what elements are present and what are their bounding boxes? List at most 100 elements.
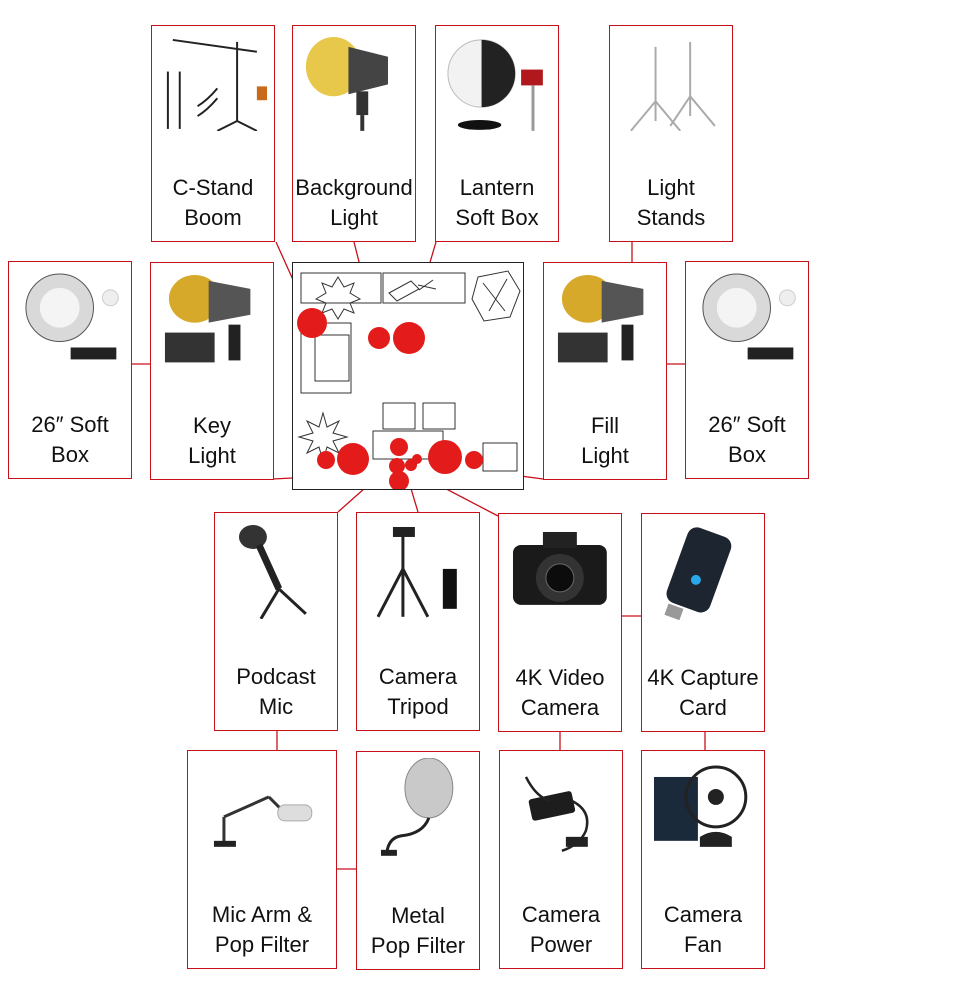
card-label: Light Stands [610, 173, 732, 233]
plant-top-icon [314, 276, 362, 320]
card-label: Camera Tripod [357, 662, 479, 722]
label-line-2: Power [529, 932, 593, 957]
power-adapter-icon [524, 776, 589, 853]
marker-key-light [337, 443, 369, 475]
label-line-2: Fan [684, 932, 722, 957]
parabolic-softbox-icon [702, 273, 796, 360]
clip-fan-icon [653, 765, 748, 847]
card-label: Key Light [151, 411, 273, 471]
c-stand-icon [166, 38, 267, 131]
label-line-1: Mic Arm & [211, 902, 313, 927]
label-line-1: C-Stand [172, 175, 254, 200]
label-line-2: Camera [520, 695, 600, 720]
guitar-icon [388, 279, 437, 302]
label-line-2: Light [581, 443, 629, 468]
card-c-stand-boom: C-Stand Boom [151, 25, 275, 242]
monitor-icon [382, 402, 416, 430]
microphone-icon [238, 524, 307, 619]
card-podcast-mic: Podcast Mic [214, 512, 338, 731]
capture-card-icon [664, 527, 732, 620]
card-soft-box-left: 26″ Soft Box [8, 261, 132, 479]
card-camera-fan: Camera Fan [641, 750, 765, 969]
studio-light-icon [164, 274, 251, 363]
label-line-1: Light [647, 175, 695, 200]
camera-icon [512, 531, 607, 605]
card-label: Camera Fan [642, 900, 764, 960]
mic-arm-icon [213, 795, 313, 847]
marker-mic [390, 438, 408, 456]
label-line-2: Tripod [387, 694, 449, 719]
label-line-1: Key [193, 413, 231, 438]
studio-floor-plan [292, 262, 524, 491]
card-light-stands: Light Stands [609, 25, 733, 242]
marker-background-light [368, 327, 390, 349]
card-label: Mic Arm & Pop Filter [188, 900, 336, 960]
label-line-2: Boom [184, 205, 242, 230]
tripod-stand-icon [630, 41, 716, 131]
label-line-1: 4K Capture [647, 665, 759, 690]
card-mic-arm-pop-filter: Mic Arm & Pop Filter [187, 750, 337, 969]
card-lantern-soft-box: Lantern Soft Box [435, 25, 559, 242]
studio-light-icon [305, 36, 388, 131]
label-line-1: Metal [391, 903, 445, 928]
rug-icon [471, 270, 521, 322]
card-label: 26″ Soft Box [686, 410, 808, 470]
label-line-1: 26″ Soft [31, 412, 109, 437]
label-line-1: Camera [663, 902, 743, 927]
marker-camera [389, 458, 405, 474]
studio-light-icon [557, 274, 644, 363]
label-line-1: 26″ Soft [708, 412, 786, 437]
card-label: Lantern Soft Box [436, 173, 558, 233]
label-line-2: Mic [258, 694, 294, 719]
label-line-2: Stands [636, 205, 706, 230]
marker-key-light-small [317, 451, 335, 469]
card-metal-pop-filter: Metal Pop Filter [356, 751, 480, 970]
label-line-2: Pop Filter [214, 932, 310, 957]
label-line-1: Background [295, 175, 413, 200]
label-line-2: Box [51, 442, 89, 467]
card-label: Camera Power [500, 900, 622, 960]
card-soft-box-right: 26″ Soft Box [685, 261, 809, 479]
parabolic-softbox-icon [25, 273, 119, 360]
card-label: 26″ Soft Box [9, 410, 131, 470]
card-background-light: Background Light [292, 25, 416, 242]
card-label: Metal Pop Filter [357, 901, 479, 961]
card-camera-tripod: Camera Tripod [356, 512, 480, 731]
label-line-2: Light [330, 205, 378, 230]
label-line-2: Box [728, 442, 766, 467]
label-line-2: Soft Box [455, 205, 539, 230]
label-line-1: 4K Video [515, 665, 605, 690]
bookshelf-icon [422, 402, 456, 430]
card-4k-video-camera: 4K Video Camera [498, 513, 622, 732]
card-label: Fill Light [544, 411, 666, 471]
label-line-1: Lantern [459, 175, 535, 200]
card-label: Podcast Mic [215, 662, 337, 722]
back-shelf-left [300, 272, 382, 304]
pop-filter-icon [380, 758, 454, 856]
floor-plan-drawing [297, 270, 521, 491]
camera-tripod-icon [376, 526, 457, 618]
card-label: Background Light [293, 173, 415, 233]
label-line-1: Fill [590, 413, 620, 438]
label-line-2: Pop Filter [370, 933, 466, 958]
label-line-1: Camera [521, 902, 601, 927]
back-shelf-right [382, 272, 466, 304]
card-camera-power: Camera Power [499, 750, 623, 969]
card-fill-light: Fill Light [543, 262, 667, 480]
marker-fill-light [428, 440, 462, 474]
label-line-1: Camera [378, 664, 458, 689]
marker-camera-power [389, 471, 409, 491]
marker-c-stand [297, 308, 327, 338]
marker-lantern [393, 322, 425, 354]
side-table-icon [482, 442, 518, 472]
card-label: 4K Video Camera [499, 663, 621, 723]
card-4k-capture-card: 4K Capture Card [641, 513, 765, 732]
sofa-inner [314, 334, 350, 382]
lantern-softbox-icon [447, 39, 543, 131]
label-line-2: Light [188, 443, 236, 468]
card-label: 4K Capture Card [642, 663, 764, 723]
light-position-markers [297, 308, 483, 491]
marker-tripod-2 [412, 454, 422, 464]
marker-fill-light-small [465, 451, 483, 469]
